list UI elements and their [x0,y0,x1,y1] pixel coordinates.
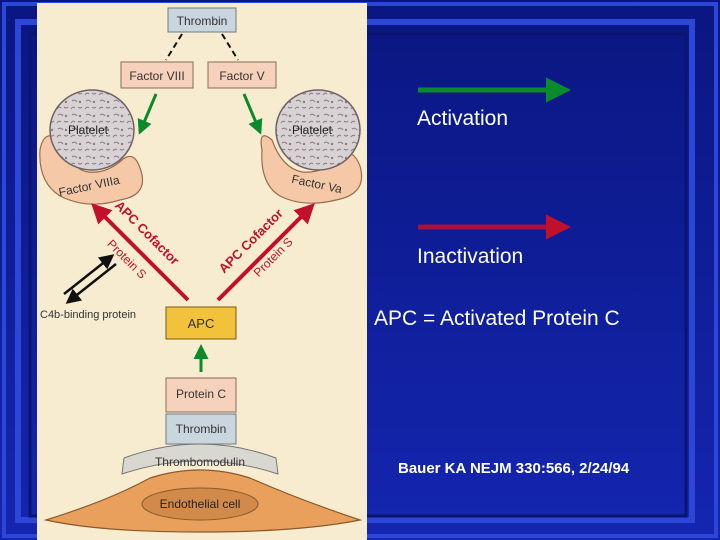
thrombin-bottom-label: Thrombin [176,422,227,436]
endothelial-nucleus [141,487,259,521]
thrombin-top-box [167,7,237,33]
c4b-forward-arrow [63,254,115,295]
thrombin-to-v-dash [221,33,239,61]
factor-viii-label: Factor VIII [129,69,184,83]
viii-activation-arrow [137,93,158,135]
protein-c-box [165,377,237,413]
factor-viii-box [120,61,194,89]
c4b-reverse-arrow [65,263,117,304]
thrombomodulin-band [121,443,279,475]
factor-v-box [207,61,277,89]
apc-inactivation-right-arrow [216,203,315,302]
apc-definition-label: APC = Activated Protein C [374,307,620,330]
endothelial-cell-label: Endothelial cell [160,497,241,511]
thrombin-top-label: Thrombin [177,14,228,28]
apc-box-label: APC [188,316,215,331]
thrombomodulin-label: Thrombomodulin [155,455,245,469]
platelet-left-label: Platelet [68,123,109,137]
citation-label: Bauer KA NEJM 330:566, 2/24/94 [398,460,630,477]
inactivation-legend-label: Inactivation [417,245,524,268]
diagram-panel: Thrombin Factor VIII Factor V Platelet F… [37,3,367,540]
platelet-left [49,89,135,171]
apc-box [165,306,237,340]
platelet-right [275,89,361,171]
c4b-binding-protein-label: C4b-binding protein [40,309,136,321]
platelet-right-label: Platelet [292,123,333,137]
v-activation-arrow [242,93,263,135]
apc-inactivation-left-arrow [91,203,190,302]
thrombin-to-viii-dash [165,33,183,61]
protein-c-label: Protein C [176,387,226,401]
activation-legend-label: Activation [417,107,509,130]
factor-v-label: Factor V [219,69,264,83]
